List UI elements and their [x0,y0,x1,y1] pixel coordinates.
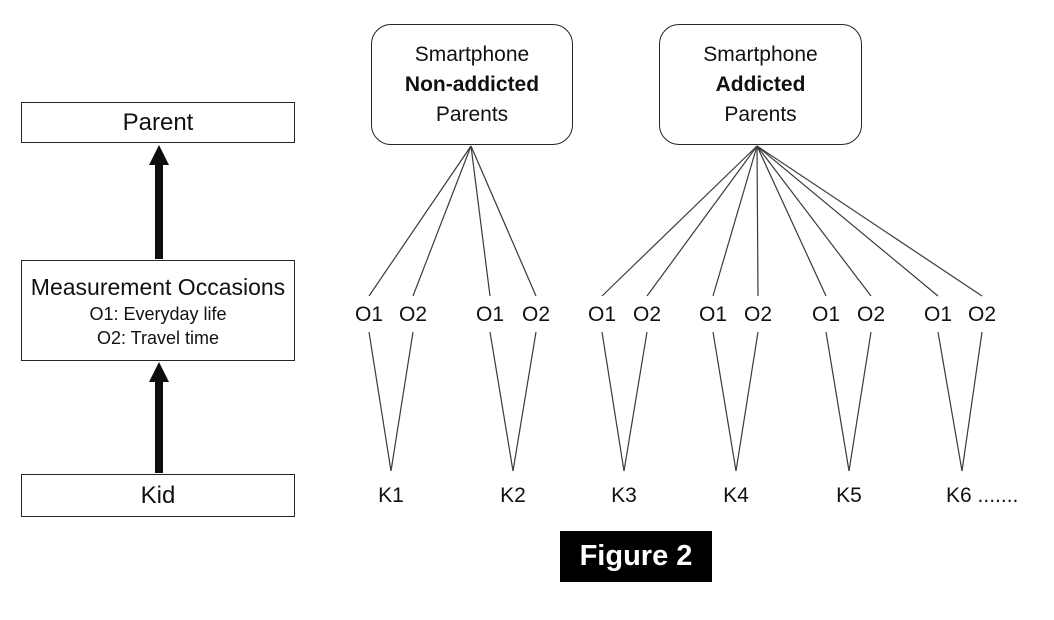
kid-box: Kid [21,474,295,517]
occasion-label-o2: O2 [743,303,773,326]
kid-label-k3: K3 [611,484,637,507]
occasion-kid-line [961,331,983,472]
parent-occasion-line [756,145,939,297]
parent-occasion-line [412,145,472,297]
occasion-label-o2: O2 [967,303,997,326]
non-addicted-parents-box: Smartphone Non-addicted Parents [371,24,573,145]
occasion-label-o1: O1 [475,303,505,326]
kid-label-k2: K2 [500,484,526,507]
occasion-kid-line [937,331,963,472]
measurement-occasions-box: Measurement Occasions O1: Everyday life … [21,260,295,361]
measurement-item-o1: O1: Everyday life [89,303,227,324]
measurement-item-o2: O2: Travel time [96,327,220,348]
figure-caption-text: Figure 2 [579,540,693,572]
occasion-kid-line [712,331,737,472]
occasion-label-o2: O2 [632,303,662,326]
parent-occasion-line [756,145,872,297]
group-box-line: Parents [724,102,797,126]
occasion-label-o1: O1 [354,303,384,326]
parent-box-label: Parent [122,108,194,136]
group-box-line: Smartphone [703,42,818,66]
occasion-kid-line [601,331,625,472]
occasion-label-o2: O2 [856,303,886,326]
addicted-parents-box: Smartphone Addicted Parents [659,24,862,145]
parent-box: Parent [21,102,295,143]
occasion-kid-line [623,331,648,472]
kid-label-k6: K6 ....... [946,484,1019,507]
flow-arrow-head [149,362,169,382]
group-box-line-emphasis: Addicted [715,72,806,96]
occasion-label-o2: O2 [398,303,428,326]
occasion-kid-line [368,331,392,472]
figure-caption: Figure 2 [560,531,712,582]
occasion-kid-line [489,331,514,472]
occasion-label-o2: O2 [521,303,551,326]
occasion-kid-line [825,331,850,472]
group-box-line: Smartphone [414,42,530,66]
parent-occasion-line [470,145,537,297]
parent-occasion-line [470,145,491,297]
flow-arrow-head [149,145,169,165]
kid-box-label: Kid [140,481,176,509]
group-box-line: Parents [435,102,509,126]
measurement-box-title: Measurement Occasions [30,273,286,300]
occasion-label-o1: O1 [923,303,953,326]
parent-occasion-line [756,145,983,297]
occasion-kid-line [390,331,414,472]
kid-label-k4: K4 [723,484,749,507]
group-box-line-emphasis: Non-addicted [404,72,540,96]
parent-occasion-line [368,145,472,297]
parent-occasion-line [601,145,758,297]
parent-occasion-line [646,145,758,297]
occasion-kid-line [848,331,872,472]
kid-label-k1: K1 [378,484,404,507]
parent-occasion-line [756,145,827,297]
occasion-label-o1: O1 [698,303,728,326]
occasion-kid-line [735,331,759,472]
occasion-kid-line [512,331,537,472]
parent-occasion-line [756,145,759,297]
occasion-label-o1: O1 [587,303,617,326]
parent-occasion-line [712,145,758,297]
occasion-label-o1: O1 [811,303,841,326]
kid-label-k5: K5 [836,484,862,507]
